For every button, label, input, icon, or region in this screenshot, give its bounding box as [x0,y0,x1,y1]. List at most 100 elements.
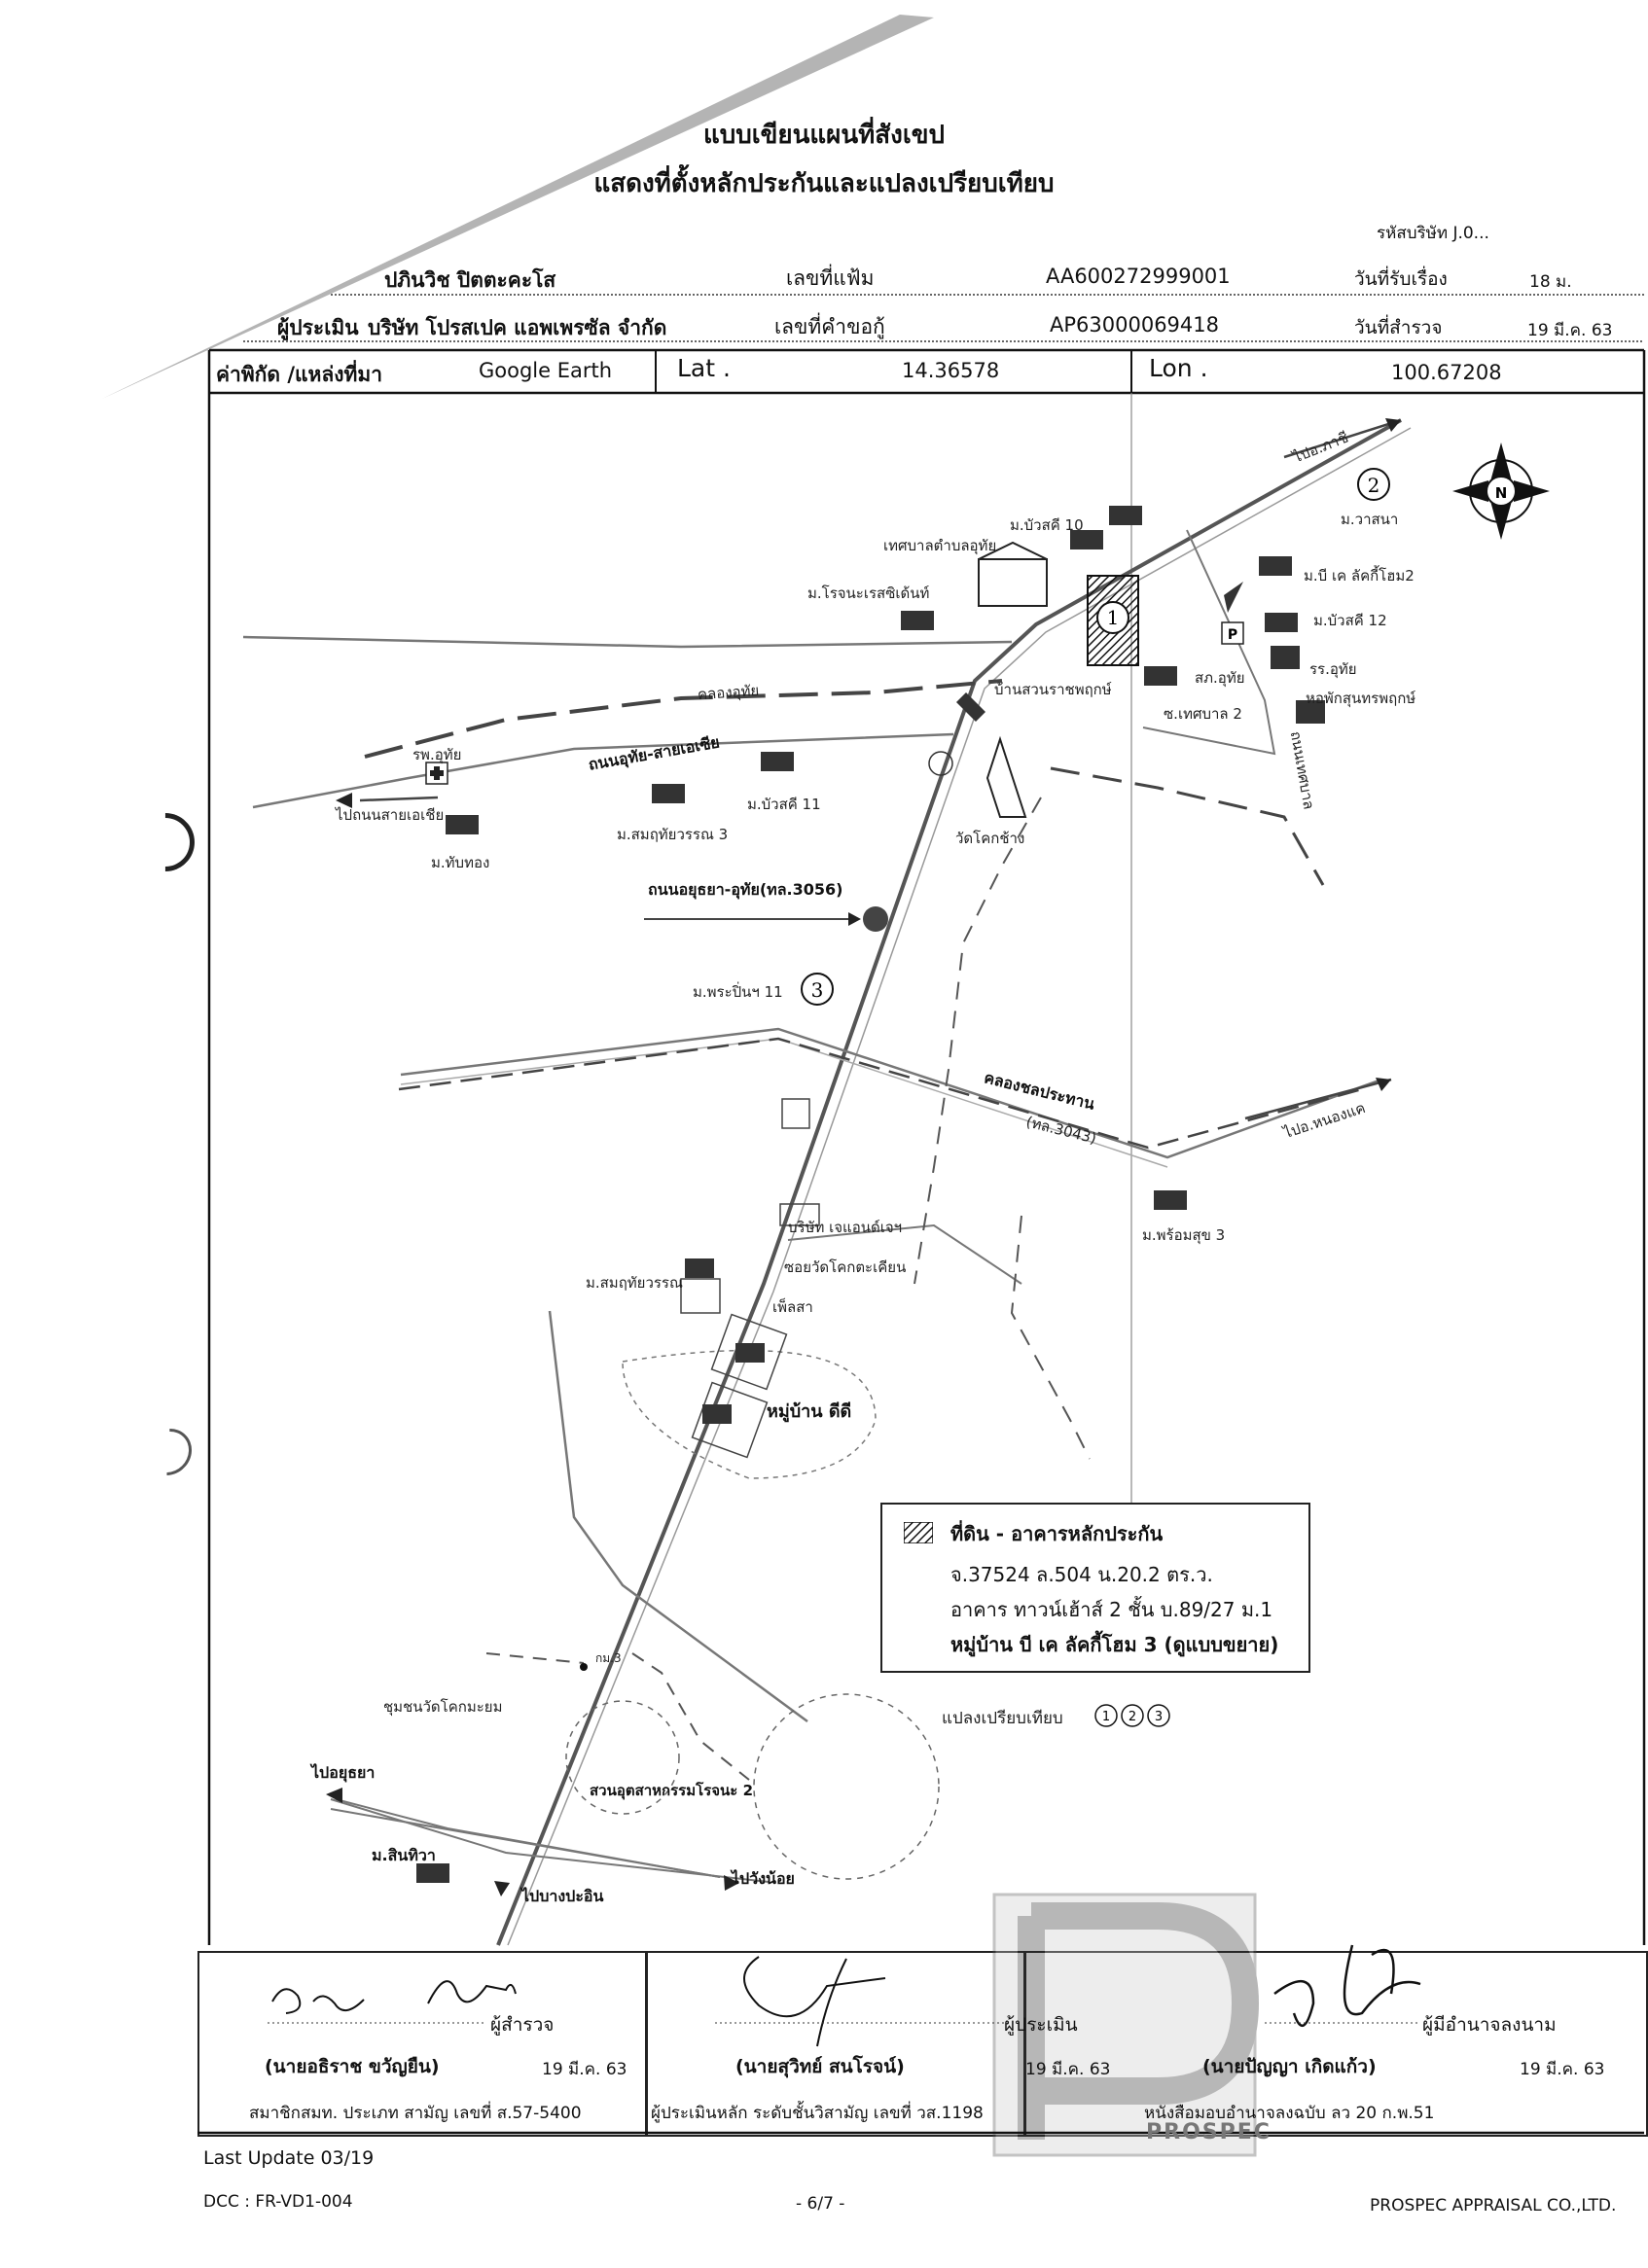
stamp-text: PROSPEC [1146,2120,1272,2144]
road-north [242,635,1013,649]
appraiser-name: (นายสุวิทย์ สนโรจน์) [735,2056,905,2077]
footer-dcc: DCC : FR-VD1-004 [203,2192,353,2212]
main-road [496,418,1402,1946]
company-code: รหัสบริษัท J.0... [1377,224,1489,243]
appraiser-company: บริษัท โปรสเปค แอพเพรซัล จำกัด [368,316,667,339]
file-no-label: เลขที่แฟ้ม [786,266,875,290]
police-icon [1221,621,1244,645]
authorized-name: (นายปัญญา เกิดแก้ว) [1202,2056,1377,2077]
seal-icon [928,751,953,776]
label-road-ayutthaya: ถนนอยุธยา-อุทัย(ทล.3056) [648,880,843,899]
surveyor-signature [271,1988,365,2014]
label-buaskhi11: ม.บัวสคี 11 [747,796,821,813]
lon-value: 100.67208 [1391,361,1502,384]
authorized-doc: หนังสือมอบอำนาจลงฉบับ ลว 20 ก.พ.51 [1144,2104,1435,2123]
authorized-role: ผู้มีอำนาจลงนาม [1422,2014,1557,2036]
appraiser-signature [743,1956,886,2047]
label-phromsuk3: ม.พร้อมสุข 3 [1142,1226,1226,1244]
marker-3: 3 [811,978,824,1002]
road-wangnoi [330,1808,721,1878]
north-label: N [1495,484,1508,502]
surveyor-date: 19 มี.ค. 63 [542,2060,627,2079]
label-tessaban: เทศบาลตำบลอุทัย [883,537,997,554]
label-police: สภ.อุทัย [1195,669,1245,687]
label-bk-lucky2: ม.บี เค ลัคกี้โฮม2 [1304,567,1415,585]
footer-company: PROSPEC APPRAISAL CO.,LTD. [1370,2196,1617,2215]
label-to-wangnoi: ไปวังน้อย [732,1869,795,1888]
appraiser-role: ผู้ประเมิน [1004,2014,1078,2036]
compare-marker-1: 1 [1102,1710,1110,1724]
label-company-jn: บริษัท เจแอนด์เจฯ [788,1219,903,1236]
page-title: แบบเขียนแผนที่สังเขป [702,121,946,150]
label-library: หอพักสุนทรพฤกษ์ [1306,690,1416,707]
coord-label: ค่าพิกัด /แหล่งที่มา [216,363,382,386]
signature-surveyor-box [197,1951,648,2137]
legend-line3: หมู่บ้าน บี เค ลัคกี้โฮม 3 (ดูแบบขยาย) [950,1633,1279,1656]
scan-shadow [102,15,934,399]
compare-marker-3: 3 [1155,1710,1163,1724]
legend-line2: อาคาร ทาวน์เฮ้าส์ 2 ชั้น บ.89/27 ม.1 [950,1598,1273,1621]
surveyor-role: ผู้สำรวจ [490,2014,555,2036]
canal-uthai [364,679,1003,759]
footer-last-update: Last Update 03/19 [203,2147,375,2169]
label-sinthawa: ม.สินทิวา [372,1846,436,1864]
svg-text:P: P [1228,627,1237,643]
temple-icon [985,735,1027,818]
canal-east [1050,766,1325,886]
road-uthai-asia [252,732,954,809]
legend-box: ที่ดิน - อาคารหลักประกัน จ.37524 ล.504 น… [880,1503,1310,1673]
label-ban-suan: บ้านสวนราชพฤกษ์ [994,681,1112,698]
label-waasana: ม.วาสนา [1341,511,1399,528]
label-hospital: รพ.อุทัย [412,746,462,763]
marker-1: 1 [1107,606,1120,629]
page-subtitle: แสดงที่ตั้งหลักประกันและแปลงเปรียบเทียบ [593,169,1055,198]
marker-2: 2 [1368,474,1380,497]
compare-marker-2: 2 [1129,1710,1136,1724]
signature-appraiser-box [645,1951,1026,2137]
label-to-bangpain: ไปบางปะอิน [521,1887,604,1905]
label-soi-wat: ซอยวัดโคกตะเคียน [784,1258,907,1276]
bridge-icon [956,692,985,722]
survey-label: วันที่สำรวจ [1354,317,1443,338]
label-sommutthai3: ม.สมฤทัยวรรณ 3 [617,826,729,843]
canal-chonprathan [398,1037,1363,1150]
survey-date: 19 มี.ค. 63 [1527,321,1613,340]
authorized-signature [1273,1944,1421,2027]
received-label: วันที่รับเรื่อง [1354,268,1448,290]
legend-title: ที่ดิน - อาคารหลักประกัน [950,1522,1164,1545]
received-date: 18 ม. [1529,272,1572,292]
label-school: รร.อุทัย [1309,660,1357,678]
label-wat-khok-chang: วัดโคกช้าง [955,830,1025,847]
label-km3: กม.3 [595,1651,622,1665]
road-soi [787,1223,1022,1285]
surveyor-license: สมาชิกสมท. ประเภท สามัญ เลขที่ ส.57-5400 [249,2104,582,2123]
main-road-edge [507,427,1412,1946]
label-compare: แปลงเปรียบเทียบ [942,1709,1063,1728]
loan-no-label: เลขที่คำขอกู้ [774,315,885,338]
label-buaskhi10: ม.บัวสคี 10 [1010,516,1084,534]
appraiser-label: ผู้ประเมิน [277,316,359,339]
owner-name: ปภินวิช ปิตตะคะโส [384,268,556,292]
label-phraphin11: ม.พระปิ่นฯ 11 [693,983,783,1001]
community-area [565,1700,680,1815]
label-to-ayutthaya: ไปอยุธยา [311,1763,376,1782]
appraiser-date: 19 มี.ค. 63 [1025,2060,1111,2079]
label-tessaban2: ซ.เทศบาล 2 [1164,705,1242,723]
coord-source: Google Earth [479,359,613,382]
road-tessaban [1142,529,1276,756]
surveyor-name: (นายอธิราช ขวัญยืน) [265,2056,440,2077]
label-rojana: ม.โรจนะเรสซิเด้นท์ [807,585,930,602]
lat-value: 14.36578 [902,359,1000,382]
lon-label: Lon . [1149,354,1208,382]
authorized-date: 19 มี.ค. 63 [1520,2060,1605,2079]
prospec-stamp [992,1893,1260,2157]
road-3043 [400,1027,1382,1159]
label-buaskhi12: ม.บัวสคี 12 [1313,612,1387,629]
signature-authorized-box [1023,1951,1648,2137]
industrial-area [753,1693,940,1880]
label-chumchon: ชุมชนวัดโคกมะยม [383,1698,503,1716]
legend-line1: จ.37524 ล.504 น.20.2 ตร.ว. [950,1563,1213,1586]
footer-page: - 6/7 - [796,2194,845,2214]
compare-markers: 1 2 3 [1094,1704,1170,1727]
